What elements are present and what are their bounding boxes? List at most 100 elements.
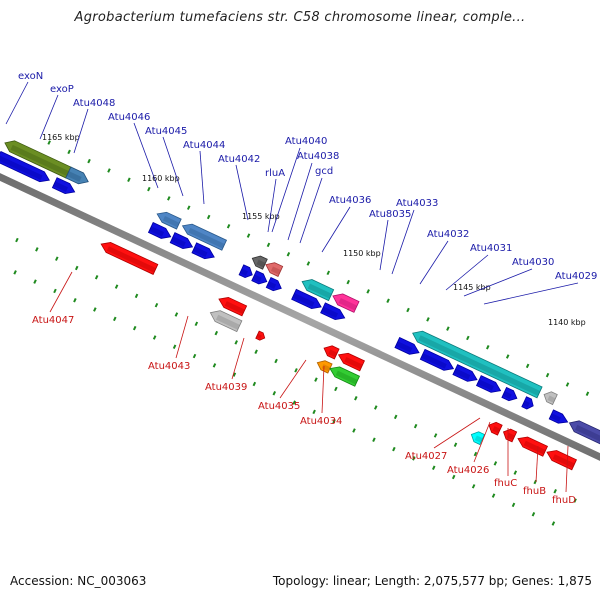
gene-shade (239, 268, 248, 276)
gene-label-atu4027[interactable]: Atu4027 (405, 451, 447, 462)
gene-label-exoN[interactable]: exoN (18, 71, 43, 82)
gene-atu4040 (291, 288, 322, 310)
leader-line (73, 108, 89, 154)
gene-label-atu4042[interactable]: Atu4042 (218, 154, 260, 165)
gene-label-atu4026[interactable]: Atu4026 (447, 465, 489, 476)
tick-mark (573, 498, 577, 503)
tick-mark (33, 279, 37, 284)
gene-atu4034 (329, 366, 361, 387)
gene-label-atu4029[interactable]: Atu4029 (555, 271, 597, 282)
gene-shade (106, 246, 157, 273)
tick-mark (246, 233, 251, 238)
gene-label-atu4038[interactable]: Atu4038 (297, 151, 339, 162)
tick-mark (406, 307, 410, 313)
tick-mark (354, 395, 358, 401)
tick-mark (314, 377, 318, 382)
gene-features (0, 140, 600, 471)
gene-atu4042 (251, 255, 268, 270)
gene-label-rlua[interactable]: rluA (265, 168, 285, 179)
gene-label-atu4039[interactable]: Atu4039 (205, 382, 247, 393)
gene-shade (523, 440, 546, 455)
genome-stats-text: Topology: linear; Length: 2,075,577 bp; … (272, 574, 592, 588)
tick-mark (446, 326, 450, 331)
gene-fhuC (546, 450, 578, 471)
gene-gcd (332, 293, 360, 313)
tick-mark (73, 298, 77, 303)
gene-label-atu4034[interactable]: Atu4034 (300, 416, 342, 427)
gene-shade (10, 144, 69, 177)
tick-mark (334, 386, 338, 392)
gene-label-atu4033[interactable]: Atu4033 (396, 198, 438, 209)
gene-shade (549, 413, 561, 422)
tick-mark (326, 270, 331, 276)
tick-marks (13, 140, 590, 526)
gene-label-atu4046[interactable]: Atu4046 (108, 112, 150, 123)
tick-mark (585, 391, 590, 396)
tick-mark (192, 353, 197, 359)
gene-atu4032 (419, 348, 455, 371)
gene-shade (522, 400, 530, 408)
gene-label-atu4043[interactable]: Atu4043 (148, 361, 190, 372)
gene-label-atu4048[interactable]: Atu4048 (73, 98, 115, 109)
tick-mark (114, 284, 119, 289)
gene-red2 (488, 421, 503, 436)
tick-mark (212, 363, 217, 368)
leader-line (419, 240, 449, 285)
gene-label-fhub[interactable]: fhuB (523, 486, 546, 497)
tick-mark (67, 149, 71, 155)
tick-mark (15, 237, 19, 243)
accession-text: Accession: NC_003063 (10, 574, 147, 588)
gene-label-atu4045[interactable]: Atu4045 (145, 126, 187, 137)
leader-line (473, 421, 491, 463)
gene-shade (506, 432, 515, 441)
tick-mark (53, 288, 57, 294)
gene-shade (552, 454, 575, 469)
gene-shade (171, 236, 186, 247)
gene-label-atu4036[interactable]: Atu4036 (329, 195, 371, 206)
gene-label-fhuc[interactable]: fhuC (494, 478, 517, 489)
tick-mark (513, 470, 518, 475)
gene-shade (547, 395, 556, 403)
gene-label-gcd[interactable]: gcd (315, 166, 333, 177)
leader-line (162, 136, 184, 197)
gene-label-atu4035[interactable]: Atu4035 (258, 401, 300, 412)
tick-mark (451, 474, 456, 480)
tick-mark (186, 205, 191, 210)
label-leader-lines (5, 81, 579, 493)
gene-label-atu4040[interactable]: Atu4040 (285, 136, 327, 147)
gene-atu4044 (181, 223, 228, 251)
tick-mark (352, 428, 356, 433)
tick-mark (47, 140, 51, 145)
gene-atu4047f (51, 177, 76, 194)
tick-mark (531, 511, 536, 517)
kbp-label: 1150 kbp (343, 249, 381, 258)
gene-atu4047 (100, 242, 159, 275)
leader-line (175, 315, 189, 359)
kbp-label: 1155 kbp (242, 212, 280, 221)
gene-label-atu8035[interactable]: Atu8035 (369, 209, 411, 220)
gene-label-atu4031[interactable]: Atu4031 (470, 243, 512, 254)
leader-line (483, 282, 579, 305)
gene-label-atu4047[interactable]: Atu4047 (32, 315, 74, 326)
kbp-label: 1140 kbp (548, 318, 586, 327)
gene-blue5 (251, 270, 268, 285)
gene-atu4038 (301, 279, 335, 302)
gene-label-atu4030[interactable]: Atu4030 (512, 257, 554, 268)
tick-mark (274, 358, 278, 364)
gene-label-exoP[interactable]: exoP (50, 84, 74, 95)
gene-label-fhud[interactable]: fhuD (552, 495, 576, 506)
leader-line (445, 254, 489, 291)
gene-label-atu4044[interactable]: Atu4044 (183, 140, 225, 151)
tick-mark (473, 451, 478, 457)
tick-mark (234, 340, 238, 345)
gene-shade (256, 259, 266, 268)
tick-mark (432, 465, 436, 470)
gene-label-atu4032[interactable]: Atu4032 (427, 229, 469, 240)
tick-mark (306, 261, 311, 266)
leader-line (279, 359, 307, 399)
tick-mark (374, 405, 378, 410)
gene-shade (267, 281, 277, 289)
tick-mark (172, 344, 177, 349)
tick-mark (93, 307, 97, 312)
tick-mark (254, 349, 258, 354)
